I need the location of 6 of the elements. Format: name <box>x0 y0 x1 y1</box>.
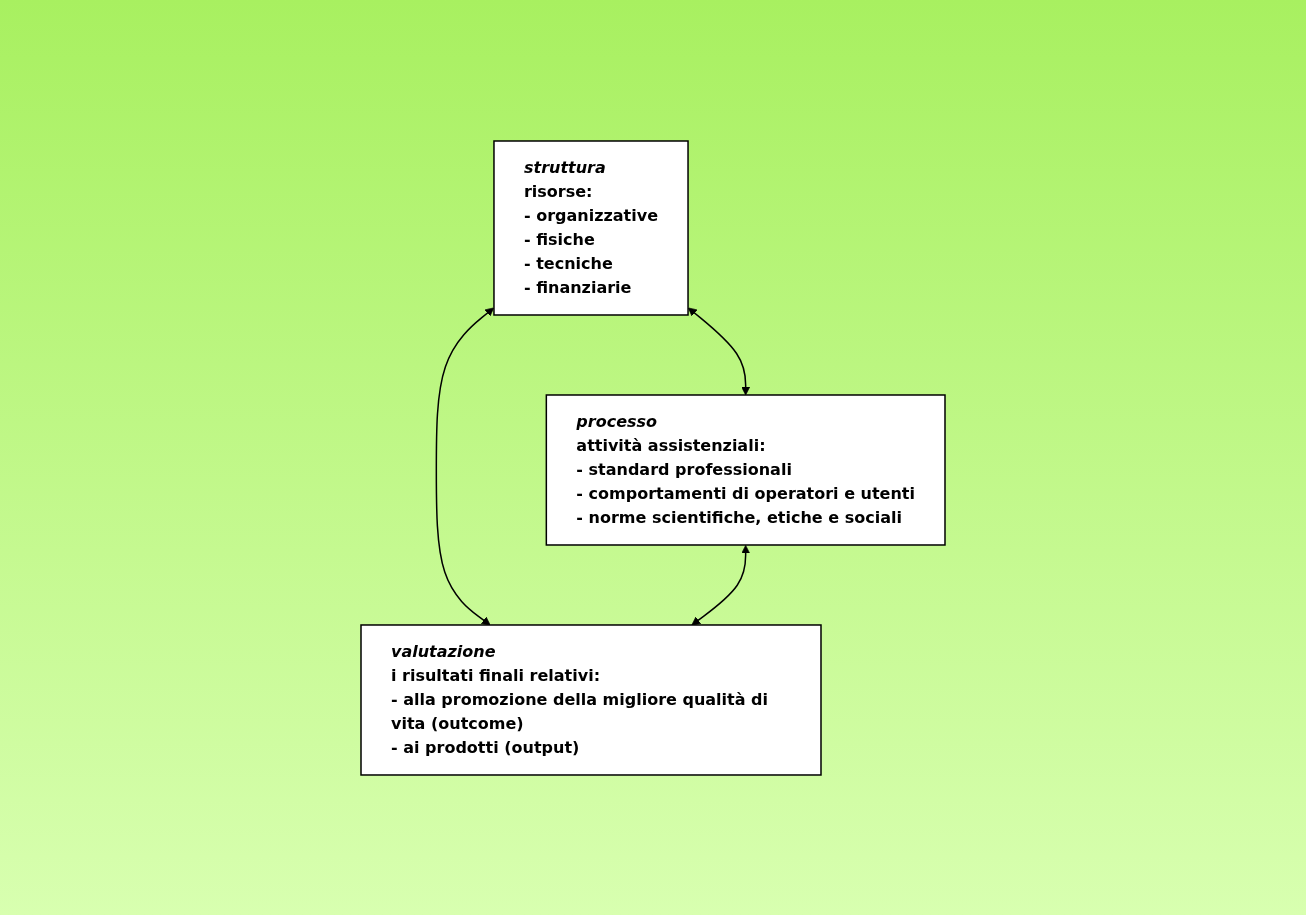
node-box: processo attività assistenziali: - standard professionali - comportamenti di operatori e utenti - norme scientifiche, etiche e sociali <box>545 393 946 546</box>
node-box: valutazione i risultati finali relativi: - alla promozione della migliore qualità di vita (outcome) - ai prodotti (output) <box>360 623 822 776</box>
arrow <box>687 307 751 395</box>
node-box: struttura risorse: - organizzative - fisiche - tecniche - finanziarie <box>493 139 689 316</box>
arrow <box>435 307 495 625</box>
arrow <box>691 544 751 625</box>
